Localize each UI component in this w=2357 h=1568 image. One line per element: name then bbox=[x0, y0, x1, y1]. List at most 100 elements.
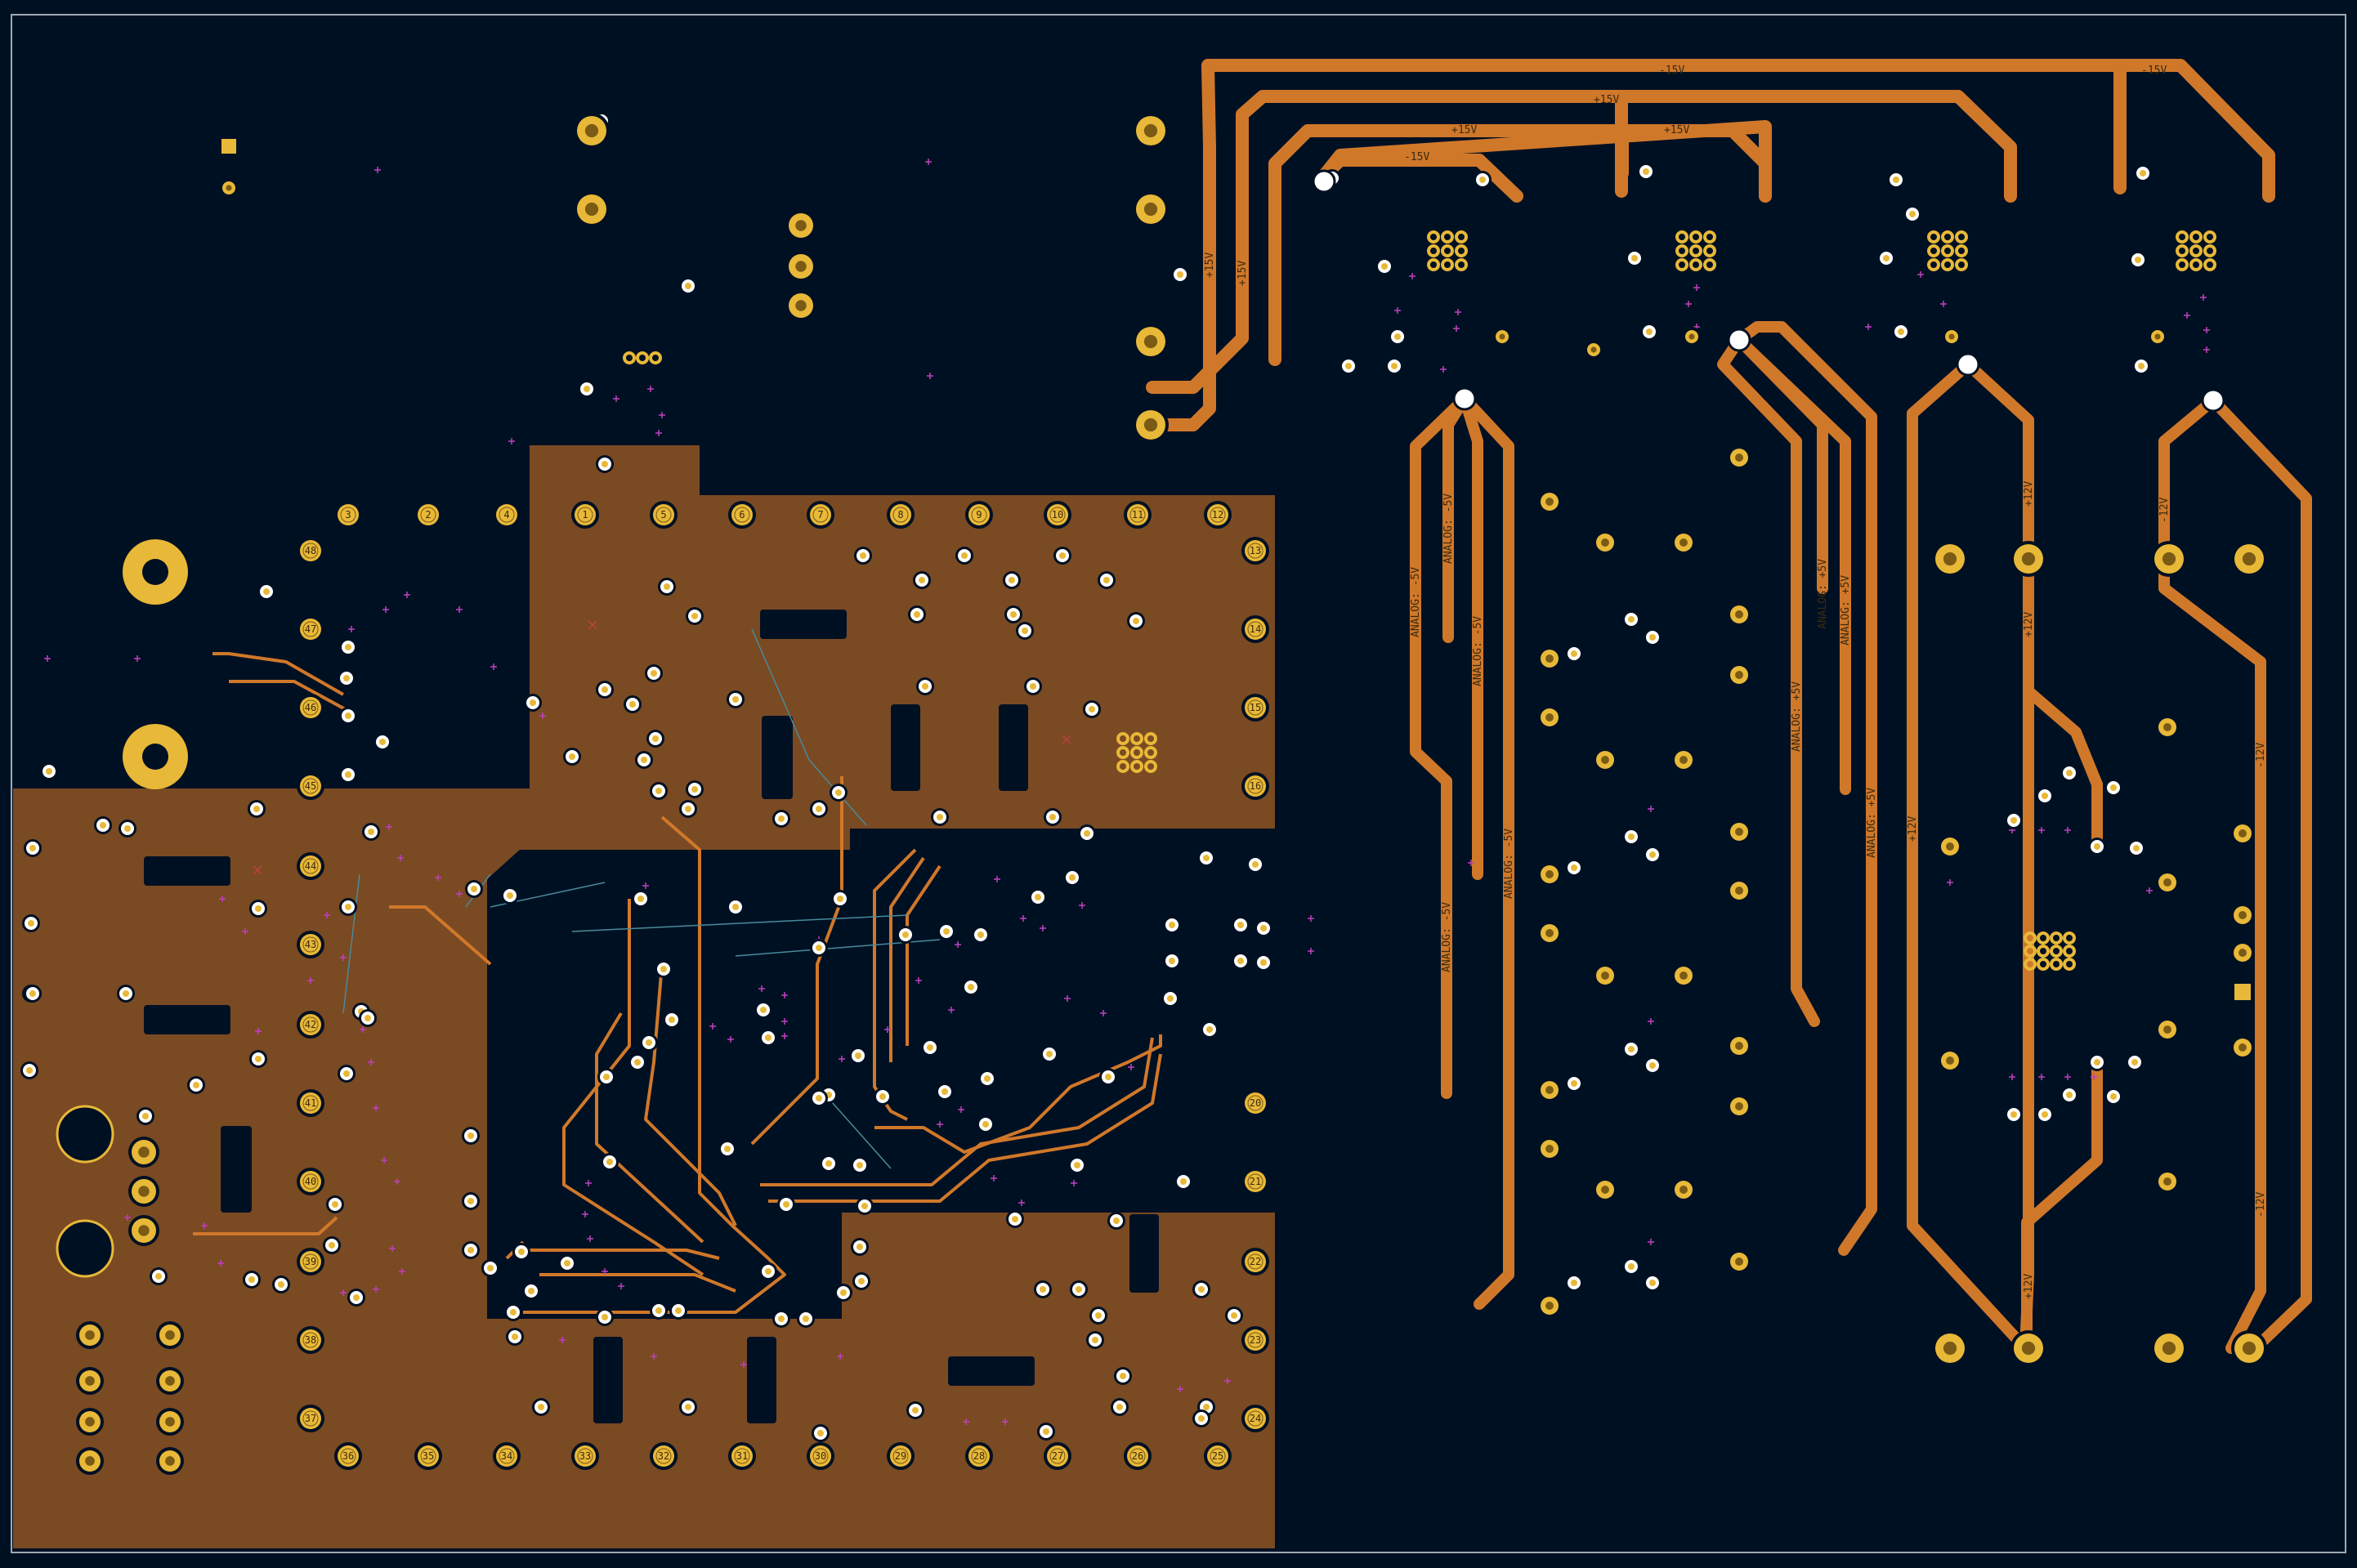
net-label-pos15-d: +15V bbox=[1204, 252, 1216, 278]
pin-number-label: 40 bbox=[305, 1176, 316, 1187]
via-drill bbox=[1628, 833, 1635, 840]
via-drill bbox=[569, 753, 575, 760]
trace-via bbox=[1956, 352, 1980, 377]
regulator-pad bbox=[2050, 958, 2063, 971]
via-drill bbox=[1203, 855, 1210, 861]
component-pad bbox=[1671, 1177, 1696, 1202]
connector-pin: 24 bbox=[1241, 1405, 1269, 1432]
via-drill bbox=[584, 386, 590, 392]
pin-number-label: 42 bbox=[305, 1019, 316, 1030]
component-pad bbox=[1537, 1137, 1562, 1161]
regulator-pad bbox=[1689, 244, 1702, 257]
component-pad bbox=[1537, 921, 1562, 945]
analog-traces bbox=[1410, 321, 2312, 1354]
pin-number-label: 29 bbox=[895, 1450, 906, 1462]
pin-number-label: 31 bbox=[736, 1450, 748, 1462]
via-drill bbox=[765, 1034, 772, 1041]
regulator-pad bbox=[1941, 258, 1954, 271]
via-drill bbox=[778, 815, 785, 822]
trace-via bbox=[1312, 169, 1336, 194]
via-drill bbox=[1646, 328, 1653, 335]
connector-pin: 12 bbox=[1204, 501, 1232, 529]
via-drill bbox=[2138, 363, 2145, 369]
terminal-pad bbox=[2010, 1330, 2046, 1366]
via-drill bbox=[29, 845, 36, 851]
small-pad bbox=[1942, 327, 1961, 346]
net-label-analog-neg5-b: ANALOG: -5V bbox=[1442, 494, 1455, 564]
pin-number-label: 8 bbox=[897, 509, 903, 520]
small-pad bbox=[1682, 327, 1702, 346]
via-drill bbox=[1035, 894, 1041, 900]
via-drill bbox=[467, 1247, 474, 1253]
via-drill bbox=[1030, 683, 1036, 690]
via-drill bbox=[2094, 1059, 2100, 1065]
terminal-pad bbox=[128, 1137, 159, 1168]
small-pad bbox=[219, 178, 239, 198]
component-pad bbox=[1671, 530, 1696, 555]
via-drill bbox=[193, 1082, 199, 1088]
via-drill bbox=[2131, 1059, 2138, 1065]
via-drill bbox=[861, 1203, 868, 1209]
pin-number-label: 3 bbox=[345, 509, 351, 520]
pin-number-label: 6 bbox=[739, 509, 745, 520]
regulator-pad bbox=[2189, 230, 2203, 243]
terminal-pad bbox=[1133, 324, 1169, 360]
via-drill bbox=[961, 552, 968, 559]
via-drill bbox=[1089, 706, 1095, 713]
small-pad bbox=[1492, 327, 1512, 346]
via-drill bbox=[984, 1075, 991, 1082]
pin-number-label: 43 bbox=[305, 939, 316, 950]
pin-number-label: 36 bbox=[342, 1450, 354, 1462]
via-drill bbox=[263, 588, 270, 595]
via-drill bbox=[1069, 874, 1076, 881]
via-drill bbox=[685, 283, 691, 289]
net-label-pos15-a: +15V bbox=[1594, 94, 1619, 106]
regulator-pad bbox=[1703, 230, 1716, 243]
connector-pin: 43 bbox=[297, 931, 324, 958]
component-pad bbox=[2230, 1035, 2255, 1060]
via-drill bbox=[912, 1407, 919, 1414]
via-drill bbox=[937, 814, 943, 820]
regulator-pad bbox=[623, 351, 636, 364]
regulator-pad bbox=[649, 351, 662, 364]
connector-pin: 1 bbox=[571, 501, 599, 529]
regulator-pad bbox=[1689, 230, 1702, 243]
pin-number-label: 15 bbox=[1250, 702, 1261, 713]
connector-pin: 20 bbox=[1241, 1089, 1269, 1117]
via-drill bbox=[2133, 845, 2140, 851]
net-label-analog-pos5-c: ANALOG: +5V bbox=[1840, 575, 1852, 646]
pin-number-label: 38 bbox=[305, 1334, 316, 1346]
regulator-pad bbox=[1927, 258, 1940, 271]
regulator-pad bbox=[1130, 746, 1143, 759]
component-pad bbox=[1727, 1094, 1751, 1119]
via-drill bbox=[278, 1281, 284, 1288]
terminal-pad bbox=[785, 251, 816, 282]
connector-pin: 28 bbox=[965, 1442, 993, 1470]
regulator-pad bbox=[2176, 230, 2189, 243]
via-drill bbox=[1084, 830, 1090, 837]
via-drill bbox=[652, 735, 659, 742]
connector-pin: 47 bbox=[297, 615, 324, 643]
via-drill bbox=[2042, 1111, 2048, 1118]
copper-pour-left bbox=[13, 445, 1275, 1548]
via-drill bbox=[685, 806, 691, 812]
terminal-pad bbox=[2151, 541, 2187, 577]
terminal-pad bbox=[1133, 191, 1169, 227]
via-drill bbox=[512, 1333, 518, 1340]
via-drill bbox=[1237, 922, 1244, 928]
via-drill bbox=[29, 990, 36, 997]
net-label-analog-pos5-b: ANALOG: +5V bbox=[1817, 559, 1829, 629]
via-drill bbox=[977, 931, 984, 938]
via-drill bbox=[732, 904, 739, 910]
connector-pin: 25 bbox=[1204, 1442, 1232, 1470]
via-drill bbox=[860, 552, 866, 559]
regulator-pad bbox=[2189, 258, 2203, 271]
component-pad bbox=[1727, 820, 1751, 844]
via-drill bbox=[817, 1430, 824, 1436]
via-drill bbox=[778, 1316, 785, 1322]
connector-pin: 10 bbox=[1044, 501, 1071, 529]
via-drill bbox=[1103, 577, 1110, 583]
regulator-pad bbox=[1941, 230, 1954, 243]
via-drill bbox=[825, 1160, 832, 1167]
